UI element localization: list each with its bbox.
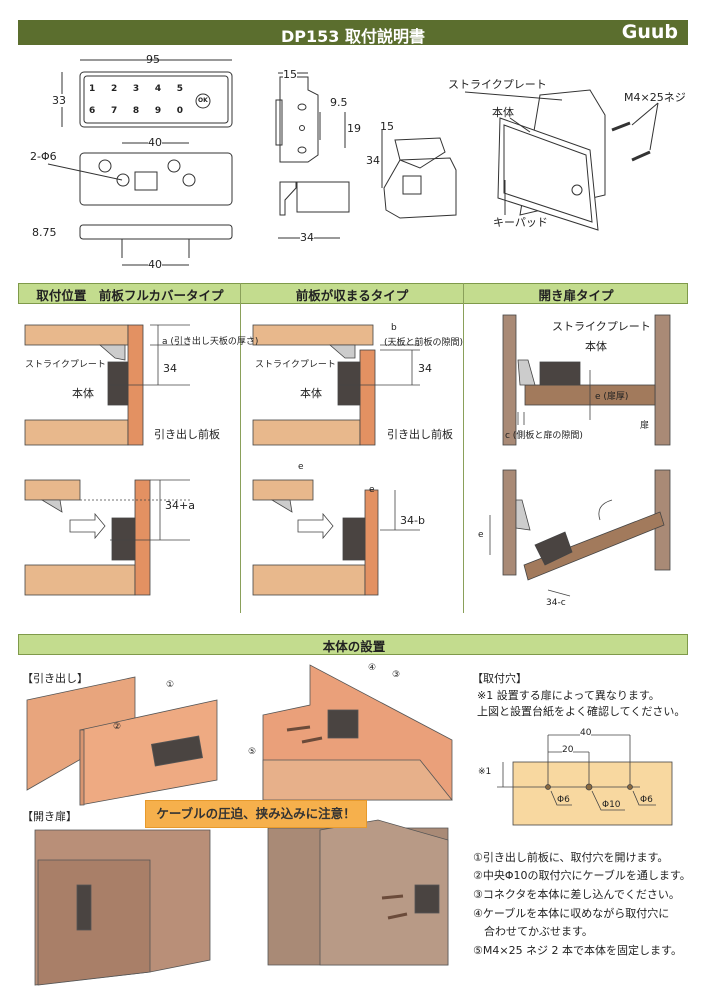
- key-5: 5: [176, 84, 184, 94]
- holes-heading: 【取付穴】: [472, 672, 527, 685]
- label-body: 本体: [72, 387, 94, 400]
- drawer-heading: 【引き出し】: [22, 672, 88, 685]
- key-0: 0: [176, 106, 184, 116]
- label-door-thickness: e (扉厚): [595, 392, 629, 402]
- label-strike-plate: ストライクプレート: [552, 320, 651, 333]
- key-8: 8: [132, 106, 140, 116]
- hole-dim-20: 20: [562, 745, 574, 755]
- hole-left-diameter: Φ6: [557, 795, 570, 805]
- label-body: 本体: [492, 106, 514, 119]
- keypad-row1: 1 2 3 4 5: [89, 84, 183, 94]
- step-4: ④ケーブルを本体に収めながら取付穴に: [473, 907, 670, 920]
- label-body: 本体: [300, 387, 322, 400]
- cable-caution-banner: ケーブルの圧迫、挟み込みに注意！: [145, 800, 367, 828]
- dim-back-holes: 2-Φ6: [30, 150, 57, 163]
- holes-note-2: 上図と設置台紙をよく確認してください。: [477, 705, 686, 718]
- keypad-side-view: [79, 224, 233, 240]
- step-1: ①引き出し前板に、取付穴を開けます。: [473, 851, 669, 864]
- marker-3: ③: [392, 670, 401, 680]
- dim-front-width: 95: [146, 53, 160, 66]
- dim-front-height: 33: [52, 94, 66, 107]
- marker-5: ⑤: [248, 747, 257, 757]
- label-strike-plate: ストライクプレート: [448, 78, 547, 91]
- key-1: 1: [89, 84, 96, 94]
- marker-4: ④: [368, 663, 377, 673]
- label-body: 本体: [585, 340, 607, 353]
- ok-key: [195, 93, 211, 109]
- dim-back-pitch: 40: [148, 136, 162, 149]
- label-strike-plate: ストライクプレート: [255, 360, 336, 370]
- hole-right-diameter: Φ6: [640, 795, 653, 805]
- door-heading: 【開き扉】: [22, 810, 77, 823]
- divider: [240, 283, 241, 613]
- key-4: 4: [154, 84, 162, 94]
- keypad-row2: 6 7 8 9 0: [89, 106, 183, 116]
- label-drawer-front: 引き出し前板: [387, 428, 453, 441]
- label-strike-plate: ストライクプレート: [25, 360, 106, 370]
- divider: [463, 283, 464, 613]
- step-5: ⑤M4×25 ネジ 2 本で本体を固定します。: [473, 944, 682, 957]
- body-3d-small: [383, 157, 457, 219]
- dim-bottom-pitch: 40: [148, 258, 162, 271]
- col-title-door: 開き扉タイプ: [538, 288, 614, 303]
- holes-note-1: ※1 設置する扉によって異なります。: [477, 689, 660, 702]
- step-3: ③コネクタを本体に差し込んでください。: [473, 888, 680, 901]
- dim-strike-length: 34: [300, 231, 314, 244]
- hole-ref-1: ※1: [478, 767, 492, 777]
- ok-label: OK: [198, 97, 208, 104]
- label-e: e: [478, 530, 484, 540]
- dim-34: 34: [163, 362, 177, 375]
- label-gap-c: c (側板と扉の隙間): [505, 431, 583, 441]
- key-9: 9: [154, 106, 162, 116]
- hole-dim-40: 40: [580, 728, 592, 738]
- dim-strike-width: 15: [283, 68, 297, 81]
- step-4-cont: 合わせてかぶせます。: [473, 925, 593, 938]
- dim-side-thickness: 8.75: [32, 226, 57, 239]
- col-title-full-cover: 取付位置 前板フルカバータイプ: [36, 288, 224, 303]
- dim-34-plus-a: 34+a: [165, 499, 195, 512]
- label-a: a (引き出し天板の厚さ): [162, 337, 259, 347]
- label-drawer-front: 引き出し前板: [154, 428, 220, 441]
- keypad-back-view: [79, 152, 233, 206]
- dim-34: 34: [418, 362, 432, 375]
- strike-side-view: [279, 76, 319, 163]
- marker-2: ②: [113, 722, 122, 732]
- key-3: 3: [132, 84, 140, 94]
- brand-logo: Guub: [621, 21, 678, 43]
- page-title: DP153 取付説明書: [281, 27, 425, 46]
- label-e: e: [369, 485, 375, 495]
- label-b-note: (天板と前板の隙間): [384, 338, 464, 348]
- label-screw: M4×25ネジ: [624, 91, 686, 104]
- step-2: ②中央Φ10の取付穴にケーブルを通します。: [473, 869, 691, 882]
- mounting-section-header: 取付位置 前板フルカバータイプ 前板が収まるタイプ 開き扉タイプ: [18, 283, 688, 304]
- key-6: 6: [89, 106, 96, 116]
- hole-center-diameter: Φ10: [602, 800, 621, 810]
- dim-strike-offset: 9.5: [330, 96, 348, 109]
- header-bar: DP153 取付説明書 Guub: [18, 20, 688, 46]
- key-2: 2: [110, 84, 118, 94]
- label-door: 扉: [640, 421, 650, 431]
- keypad-front-view: [79, 71, 233, 128]
- marker-1: ①: [166, 680, 175, 690]
- label-keypad: キーパッド: [493, 216, 548, 229]
- install-section-header: 本体の設置: [18, 634, 688, 655]
- label-b: b: [391, 323, 397, 333]
- dim-body-height: 34: [366, 154, 380, 167]
- dim-body-width: 15: [380, 120, 394, 133]
- dim-strike-height: 19: [347, 122, 361, 135]
- col-title-inset: 前板が収まるタイプ: [295, 288, 409, 303]
- install-title: 本体の設置: [322, 639, 386, 654]
- label-e: e: [298, 462, 304, 472]
- dim-34-minus-b: 34-b: [400, 514, 425, 527]
- dim-34-minus-c: 34-c: [546, 598, 566, 608]
- key-7: 7: [110, 106, 118, 116]
